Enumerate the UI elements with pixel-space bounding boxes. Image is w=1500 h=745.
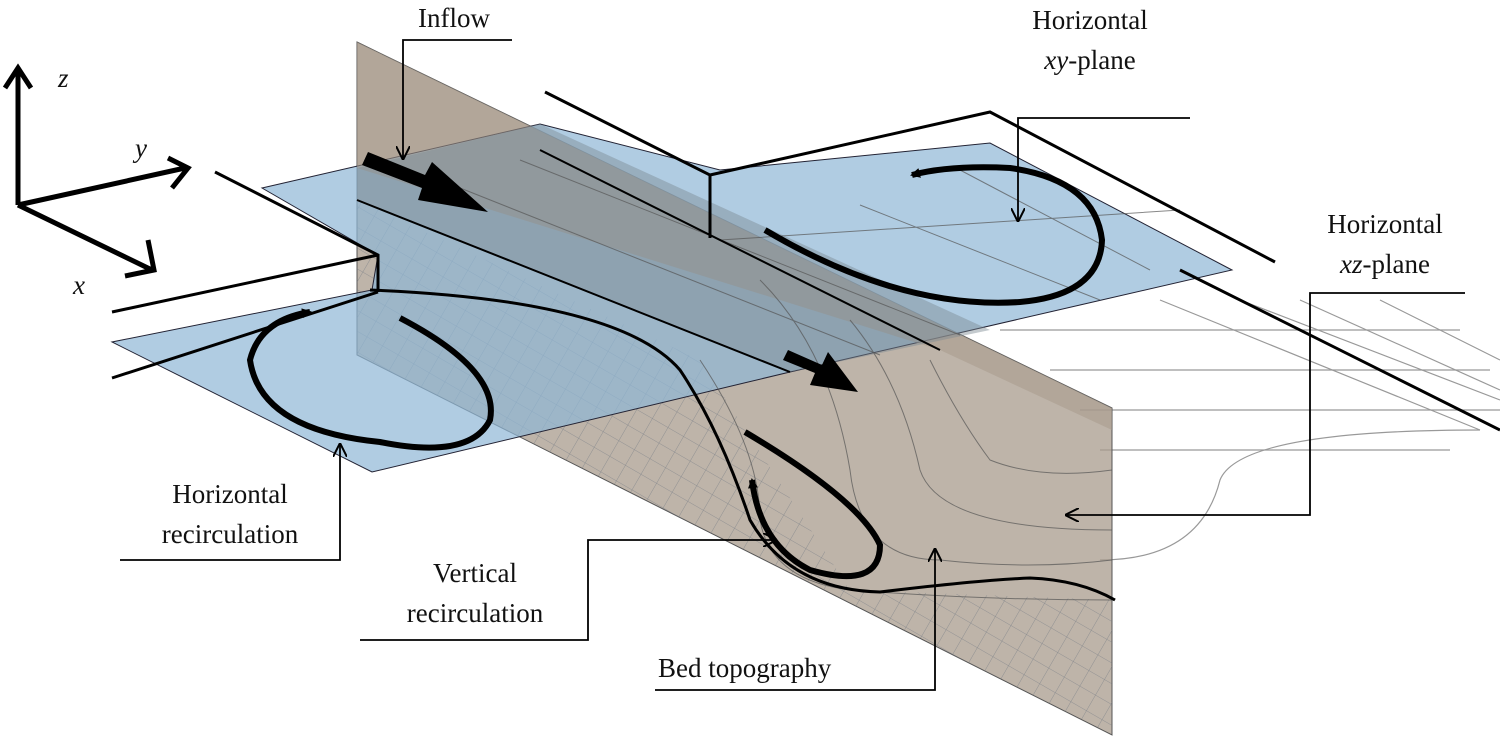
axes	[2, 63, 192, 279]
outflow-arrow	[783, 350, 858, 392]
x-axis-label: x	[73, 270, 85, 300]
xy-plane-label: Horizontal xy-plane	[1010, 0, 1170, 80]
horizontal-recirculation-label: Horizontal recirculation	[161, 479, 299, 549]
leader-lines	[120, 39, 1465, 691]
channel-top-band	[357, 124, 990, 372]
xy-plane-label-line1: Horizontal	[1032, 5, 1148, 35]
z-axis-label: z	[58, 63, 69, 93]
xz-plane-label-line1: Horizontal	[1327, 209, 1443, 239]
vertical-plane-upper	[357, 42, 1112, 430]
horizontal-recirculation-right-arrow	[763, 164, 1106, 306]
xz-plane-label-line2: xz-plane	[1340, 249, 1430, 279]
xy-plane-label-line2: xy-plane	[1044, 45, 1136, 75]
horizontal-recirculation-left-arrow	[246, 308, 494, 451]
bed-grid	[1000, 299, 1500, 561]
y-axis-label: y	[135, 133, 147, 163]
inflow-label: Inflow	[418, 3, 490, 33]
channel-outline	[111, 90, 1500, 432]
bed-topography-label: Bed topography	[658, 653, 832, 683]
inflow-arrow	[362, 152, 488, 212]
xz-plane-label: Horizontal xz-plane	[1305, 204, 1465, 284]
vertical-recirculation-label: Vertical recirculation	[406, 558, 544, 628]
